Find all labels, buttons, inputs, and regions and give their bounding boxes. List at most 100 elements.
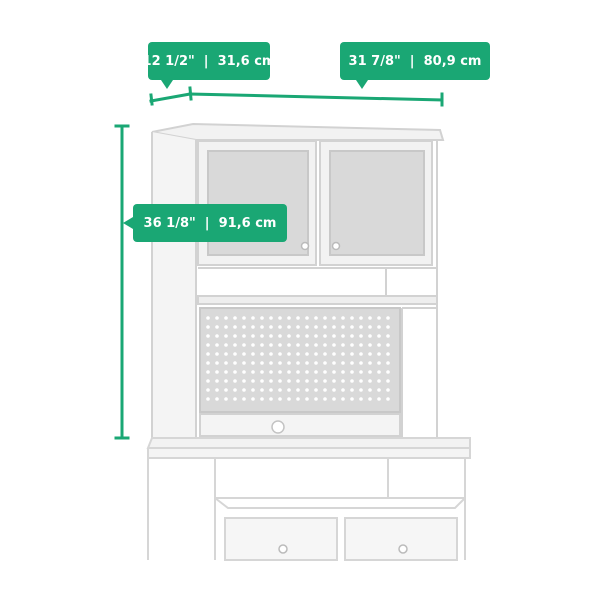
pegboard-panel — [199, 307, 401, 413]
pegboard-holes — [206, 316, 390, 401]
peg-hole — [359, 361, 363, 365]
peg-hole — [332, 397, 336, 401]
depth-dimension-line — [149, 92, 192, 103]
right-file-drawer — [344, 517, 458, 561]
peg-hole — [224, 388, 228, 392]
peg-hole — [359, 352, 363, 356]
peg-hole — [287, 370, 291, 374]
peg-hole — [260, 388, 264, 392]
peg-hole — [314, 361, 318, 365]
peg-hole — [359, 379, 363, 383]
peg-hole — [341, 397, 345, 401]
peg-hole — [341, 370, 345, 374]
peg-hole — [368, 316, 372, 320]
peg-hole — [269, 325, 273, 329]
peg-hole — [305, 325, 309, 329]
peg-hole — [359, 325, 363, 329]
peg-hole — [224, 343, 228, 347]
peg-hole — [206, 316, 210, 320]
peg-hole — [251, 334, 255, 338]
right-drawer-knob — [398, 544, 408, 554]
peg-hole — [368, 370, 372, 374]
peg-hole — [377, 379, 381, 383]
peg-hole — [269, 316, 273, 320]
peg-hole — [242, 379, 246, 383]
peg-hole — [269, 352, 273, 356]
peg-hole — [242, 316, 246, 320]
peg-hole — [386, 352, 390, 356]
peg-hole — [350, 316, 354, 320]
peg-hole — [368, 361, 372, 365]
peg-hole — [368, 334, 372, 338]
peg-hole — [251, 379, 255, 383]
peg-hole — [278, 334, 282, 338]
peg-hole — [332, 316, 336, 320]
peg-hole — [296, 334, 300, 338]
peg-hole — [206, 343, 210, 347]
peg-hole — [287, 316, 291, 320]
peg-hole — [233, 397, 237, 401]
peg-hole — [386, 379, 390, 383]
peg-hole — [386, 370, 390, 374]
peg-hole — [305, 388, 309, 392]
right-door-panel — [329, 150, 425, 256]
peg-hole — [359, 316, 363, 320]
peg-hole — [215, 316, 219, 320]
peg-hole — [323, 388, 327, 392]
peg-hole — [305, 397, 309, 401]
peg-hole — [314, 370, 318, 374]
peg-hole — [350, 361, 354, 365]
peg-hole — [368, 388, 372, 392]
peg-hole — [260, 379, 264, 383]
peg-hole — [323, 343, 327, 347]
peg-hole — [323, 370, 327, 374]
peg-hole — [305, 334, 309, 338]
peg-hole — [332, 388, 336, 392]
peg-hole — [215, 370, 219, 374]
peg-hole — [224, 316, 228, 320]
peg-hole — [206, 388, 210, 392]
peg-hole — [287, 379, 291, 383]
width-tag-pointer — [356, 80, 368, 89]
peg-hole — [278, 388, 282, 392]
peg-hole — [332, 334, 336, 338]
peg-hole — [314, 388, 318, 392]
peg-hole — [260, 325, 264, 329]
peg-hole — [260, 370, 264, 374]
peg-hole — [323, 325, 327, 329]
peg-hole — [350, 379, 354, 383]
peg-hole — [323, 352, 327, 356]
peg-hole — [368, 397, 372, 401]
peg-hole — [224, 352, 228, 356]
peg-hole — [206, 397, 210, 401]
desk-base — [146, 437, 471, 561]
peg-hole — [323, 379, 327, 383]
peg-hole — [233, 316, 237, 320]
peg-hole — [215, 325, 219, 329]
peg-hole — [260, 334, 264, 338]
peg-hole — [233, 379, 237, 383]
peg-hole — [386, 361, 390, 365]
hutch-left-side — [151, 132, 197, 439]
peg-hole — [386, 343, 390, 347]
peg-hole — [215, 379, 219, 383]
peg-hole — [278, 397, 282, 401]
peg-hole — [314, 334, 318, 338]
peg-hole — [350, 397, 354, 401]
right-door-knob — [331, 241, 341, 251]
peg-hole — [242, 370, 246, 374]
peg-hole — [359, 334, 363, 338]
peg-hole — [305, 343, 309, 347]
peg-hole — [332, 361, 336, 365]
peg-hole — [206, 325, 210, 329]
peg-hole — [287, 343, 291, 347]
peg-hole — [278, 361, 282, 365]
peg-hole — [278, 325, 282, 329]
peg-hole — [377, 397, 381, 401]
peg-hole — [305, 316, 309, 320]
peg-hole — [350, 325, 354, 329]
peg-hole — [233, 325, 237, 329]
peg-hole — [386, 334, 390, 338]
peg-hole — [332, 343, 336, 347]
peg-hole — [215, 352, 219, 356]
